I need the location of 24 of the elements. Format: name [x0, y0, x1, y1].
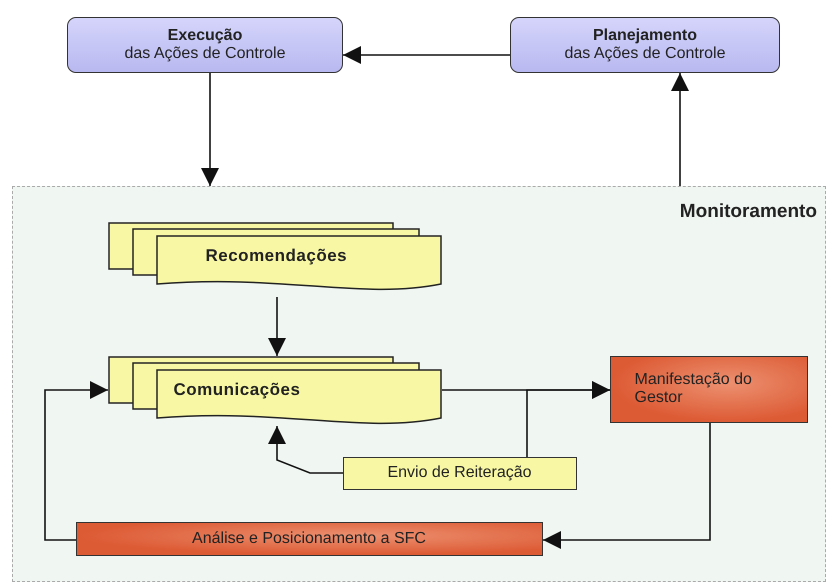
box-heading: Planejamento: [592, 27, 698, 45]
process-box: [67, 17, 343, 73]
document-title: Comunicações: [174, 380, 300, 400]
box-label: Manifestação do Gestor: [634, 371, 753, 407]
arrow: [543, 423, 711, 549]
arrow: [526, 381, 610, 457]
process-box: [510, 17, 780, 73]
arrow: [268, 297, 286, 356]
panel-heading: Monitoramento: [680, 201, 817, 223]
document-title: Recomendações: [206, 246, 348, 266]
process-box: [342, 456, 576, 490]
box-label: Envio de Reiteração: [387, 464, 532, 482]
arrow: [201, 73, 219, 186]
box-heading: Execução: [166, 27, 244, 45]
box-label: das Ações de Controle: [564, 45, 726, 63]
process-box: [610, 356, 808, 422]
monitoring-panel: [12, 186, 826, 582]
arrow: [268, 426, 343, 474]
arrow: [343, 46, 510, 64]
process-box: [76, 522, 542, 556]
arrow: [44, 381, 108, 541]
box-label: das Ações de Controle: [124, 45, 286, 63]
box-label: Análise e Posicionamento a SFC: [192, 530, 426, 548]
arrow: [671, 73, 689, 186]
